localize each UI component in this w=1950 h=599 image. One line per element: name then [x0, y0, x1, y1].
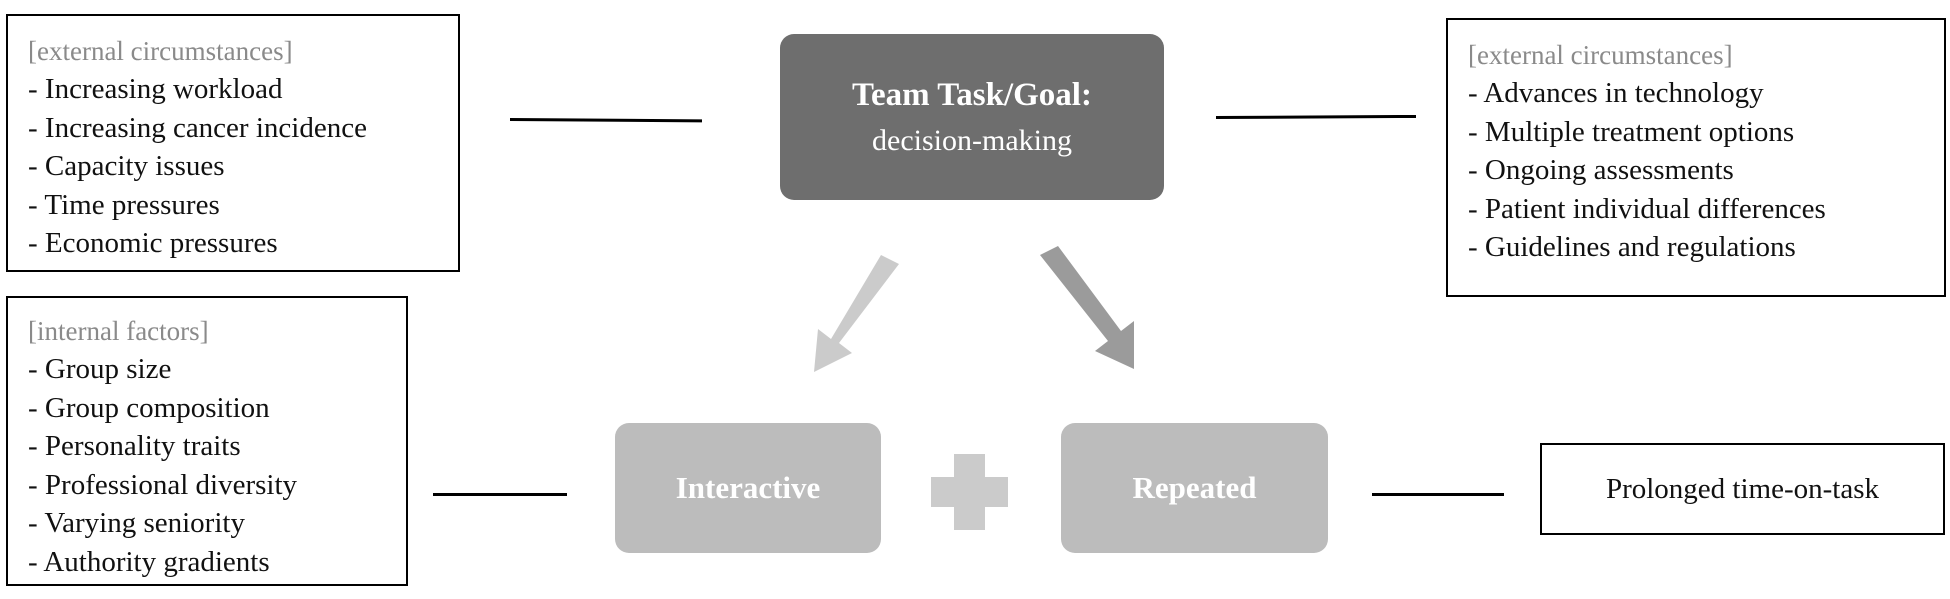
list-item: Capacity issues	[28, 147, 438, 186]
external-circumstances-right-box: [external circumstances] Advances in tec…	[1446, 18, 1946, 297]
connector-line-internal	[433, 493, 567, 496]
prolonged-time-box: Prolonged time-on-task	[1540, 443, 1945, 535]
list-item: Varying seniority	[28, 504, 386, 543]
interactive-label: Interactive	[675, 470, 821, 505]
repeated-label: Repeated	[1132, 470, 1257, 505]
interactive-node: Interactive	[615, 423, 881, 553]
external-circumstances-left-box: [external circumstances] Increasing work…	[6, 14, 460, 272]
external-right-heading: [external circumstances]	[1468, 40, 1733, 70]
list-item: Economic pressures	[28, 224, 438, 263]
arrow-to-repeated-icon	[1040, 246, 1134, 369]
arrow-to-interactive-icon	[814, 255, 899, 372]
external-left-heading: [external circumstances]	[28, 36, 293, 66]
connector-line-prolonged	[1372, 493, 1504, 496]
external-left-list: Increasing workload Increasing cancer in…	[28, 70, 438, 263]
list-item: Patient individual differences	[1468, 190, 1924, 229]
list-item: Time pressures	[28, 186, 438, 225]
plus-icon	[931, 454, 1008, 530]
list-item: Multiple treatment options	[1468, 113, 1924, 152]
list-item: Authority gradients	[28, 543, 386, 582]
list-item: Personality traits	[28, 427, 386, 466]
list-item: Increasing cancer incidence	[28, 109, 438, 148]
goal-subtitle: decision-making	[872, 124, 1072, 157]
list-item: Group size	[28, 350, 386, 389]
list-item: Ongoing assessments	[1468, 151, 1924, 190]
prolonged-label: Prolonged time-on-task	[1605, 472, 1880, 505]
internal-heading: [internal factors]	[28, 316, 209, 346]
list-item: Guidelines and regulations	[1468, 228, 1924, 267]
list-item: Group composition	[28, 389, 386, 428]
repeated-node: Repeated	[1061, 423, 1328, 553]
list-item: Professional diversity	[28, 466, 386, 505]
list-item: Advances in technology	[1468, 74, 1924, 113]
goal-title: Team Task/Goal:	[852, 77, 1092, 113]
internal-factors-box: [internal factors] Group size Group comp…	[6, 296, 408, 586]
external-right-list: Advances in technology Multiple treatmen…	[1468, 74, 1924, 267]
team-goal-node: Team Task/Goal: decision-making	[780, 34, 1164, 200]
internal-list: Group size Group composition Personality…	[28, 350, 386, 581]
list-item: Increasing workload	[28, 70, 438, 109]
